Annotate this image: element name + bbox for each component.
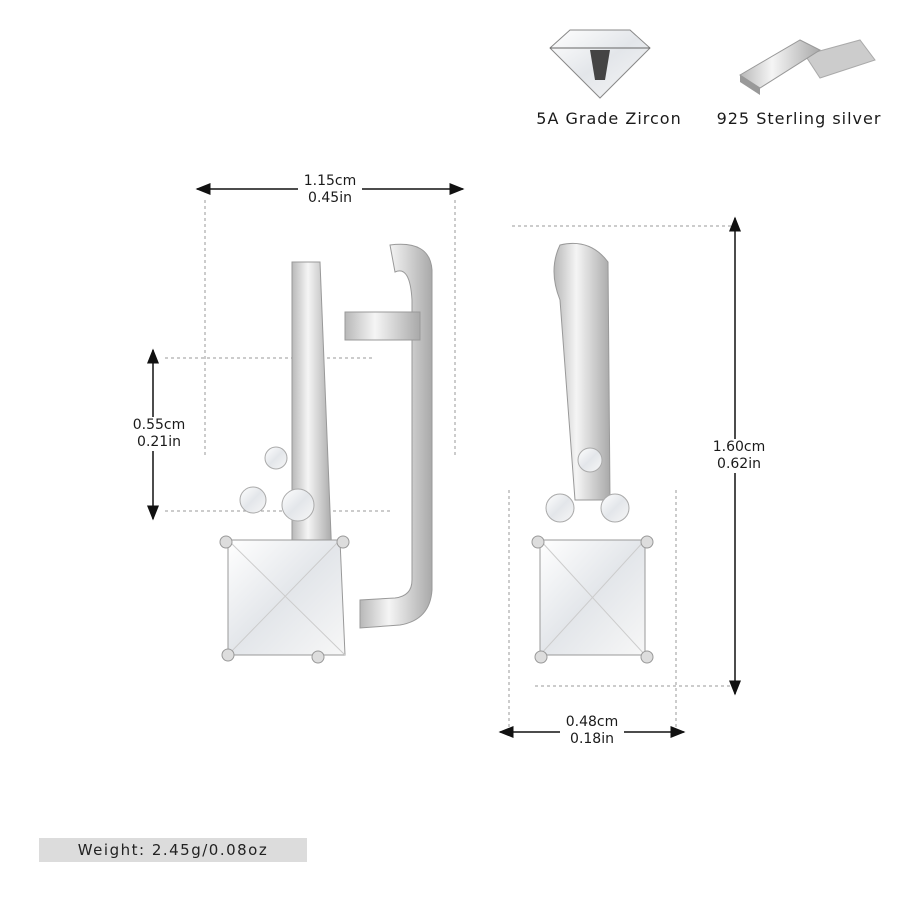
guide-lines [165,200,735,735]
dimension-in: 0.21in [137,434,181,450]
dimension-cm: 0.48cm [565,714,619,730]
silver-bar-icon [739,39,876,95]
dimension-in: 0.62in [717,456,761,472]
weight-label: Weight: 2.45g/0.08oz [39,838,307,862]
dimension-total-height: 1.60cm 0.62in [708,439,770,473]
dimension-in: 0.45in [308,190,352,206]
earring-side-view [219,243,433,664]
zircon-gem-icon [549,29,651,99]
feature-label-silver: 925 Sterling silver [716,109,882,128]
dimension-width-front: 0.48cm 0.18in [560,714,624,748]
dimension-drop-height: 0.55cm 0.21in [128,417,190,451]
dimension-in: 0.18in [570,731,614,747]
dimension-width-side: 1.15cm 0.45in [298,173,362,207]
dimension-cm: 1.60cm [712,439,766,455]
feature-label-zircon: 5A Grade Zircon [536,109,682,128]
dimension-cm: 0.55cm [132,417,186,433]
earring-front-view [531,242,654,664]
dimension-cm: 1.15cm [303,173,357,189]
